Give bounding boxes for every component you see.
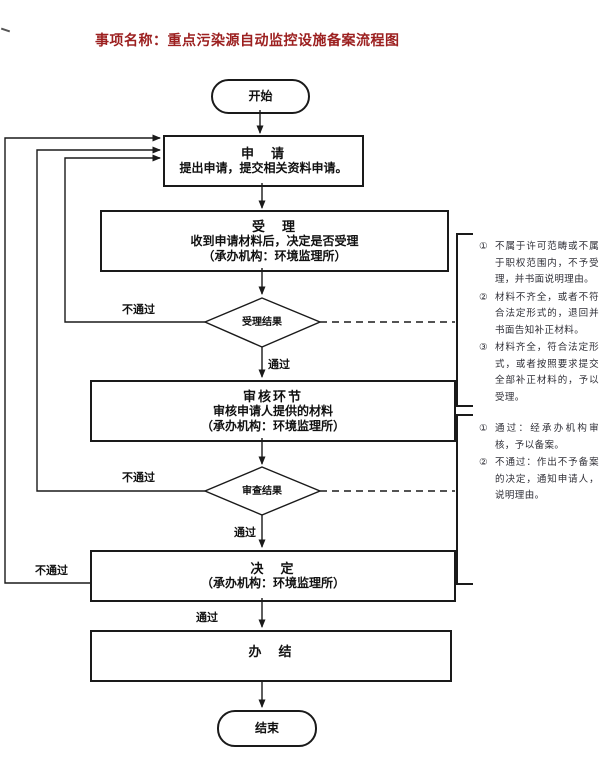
decide-box: 决 定 （承办机构：环境监理所）	[90, 550, 456, 602]
note-text: 不通过：作出不予备案的决定，通知申请人，说明理由。	[495, 457, 599, 501]
accept-box: 受 理 收到申请材料后，决定是否受理 （承办机构：环境监理所）	[100, 210, 449, 272]
complete-label: 办 结	[248, 644, 294, 659]
accept-result-label: 受理结果	[242, 317, 282, 328]
review-desc1: 审核申请人提供的材料	[212, 403, 333, 418]
fail3-label: 不通过	[35, 565, 68, 577]
review-title: 审核环节	[242, 388, 303, 404]
review-result-label: 审查结果	[242, 486, 282, 497]
review-notes: ① 通过：经承办机构审核，予以备案。 ② 不通过：作出不予备案的决定，通知申请人…	[479, 421, 599, 506]
fail2-label: 不通过	[122, 472, 155, 484]
accept-result-diamond	[203, 297, 322, 348]
note-text: 通过：经承办机构审核，予以备案。	[495, 423, 599, 451]
accept-notes: ① 不属于许可范畴或不属于职权范围内，不予受理，并书面说明理由。 ② 材料不齐全…	[479, 239, 599, 407]
note-text: 材料不齐全，或者不符合法定形式的，退回并书面告知补正材料。	[495, 291, 599, 336]
note-number: ③	[479, 342, 488, 353]
review-note-1: ① 通过：经承办机构审核，予以备案。	[479, 421, 599, 454]
page-title: 事项名称：重点污染源自动监控设施备案流程图	[95, 32, 400, 48]
review-notes-bracket	[456, 414, 473, 585]
decide-title: 决 定	[250, 561, 296, 576]
edge-fail1-loop	[64, 154, 205, 323]
edge-fail3-loop	[4, 134, 161, 584]
apply-box: 申 请 提出申请，提交相关资料申请。	[163, 135, 364, 187]
note-number: ①	[479, 423, 488, 434]
note-number: ②	[479, 457, 488, 468]
note-text: 材料齐全，符合法定形式，或者按照要求提交全部补正材料的，予以受理。	[495, 342, 599, 403]
pass1-label: 通过	[268, 359, 290, 371]
end-label: 结束	[254, 721, 279, 735]
pass3-label: 通过	[196, 612, 218, 624]
apply-desc: 提出申请，提交相关资料申请。	[179, 161, 348, 175]
pass2-label: 通过	[234, 527, 256, 539]
note-number: ①	[479, 241, 488, 252]
edge-fail2-loop	[36, 146, 205, 492]
accept-desc2: （承办机构：环境监理所）	[202, 248, 347, 263]
accept-note-1: ① 不属于许可范畴或不属于职权范围内，不予受理，并书面说明理由。	[479, 239, 599, 289]
apply-title: 申 请	[240, 146, 286, 161]
accept-title: 受 理	[251, 218, 297, 234]
review-result-diamond	[203, 466, 322, 516]
review-note-2: ② 不通过：作出不予备案的决定，通知申请人，说明理由。	[479, 455, 599, 505]
accept-desc1: 收到申请材料后，决定是否受理	[190, 233, 359, 248]
review-box: 审核环节 审核申请人提供的材料 （承办机构：环境监理所）	[90, 380, 456, 442]
fail1-label: 不通过	[122, 304, 155, 316]
accept-notes-bracket	[456, 233, 473, 407]
start-label: 开始	[248, 89, 273, 103]
note-number: ②	[479, 291, 488, 303]
complete-box: 办 结	[90, 630, 452, 682]
decide-desc: （承办机构：环境监理所）	[200, 576, 345, 590]
note-text: 不属于许可范畴或不属于职权范围内，不予受理，并书面说明理由。	[495, 241, 599, 285]
accept-note-2: ② 材料不齐全，或者不符合法定形式的，退回并书面告知补正材料。	[479, 290, 599, 340]
review-desc2: （承办机构：环境监理所）	[200, 418, 345, 433]
accept-note-3: ③ 材料齐全，符合法定形式，或者按照要求提交全部补正材料的，予以受理。	[479, 340, 599, 406]
end-node: 结束	[217, 710, 317, 747]
